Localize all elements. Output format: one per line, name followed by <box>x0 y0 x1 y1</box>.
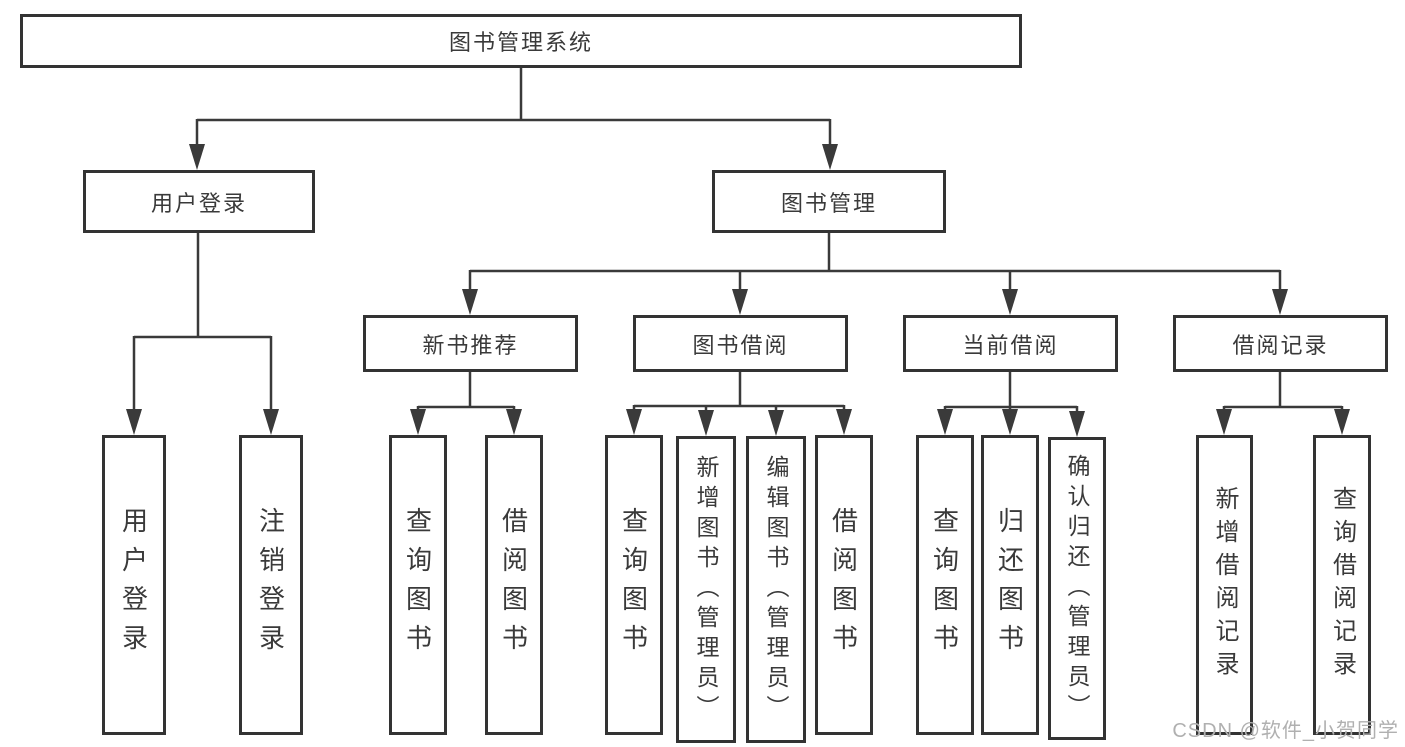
leaf-newbook-query-books: 查询图书 <box>389 435 447 735</box>
node-book-management: 图书管理 <box>712 170 946 233</box>
leaf-borrow-query-books-label: 查询图书 <box>618 507 649 663</box>
leaf-current-query-books-label: 查询图书 <box>929 507 960 663</box>
leaf-borrow-borrow-books: 借阅图书 <box>815 435 873 735</box>
leaf-user-login-label: 用户登录 <box>118 507 149 663</box>
leaf-newbook-query-books-label: 查询图书 <box>402 507 433 663</box>
watermark: CSDN @软件_小贺同学 <box>1172 720 1399 742</box>
node-user-login-label: 用户登录 <box>150 190 247 216</box>
leaf-borrow-edit-books-admin-label: 编辑图书（管理员） <box>763 454 789 725</box>
leaf-borrow-query-books: 查询图书 <box>605 435 663 735</box>
node-new-book-recommendation: 新书推荐 <box>363 315 578 372</box>
leaf-current-return-books: 归还图书 <box>981 435 1039 735</box>
node-user-login: 用户登录 <box>83 170 315 233</box>
leaf-current-confirm-return-admin-label: 确认归还（管理员） <box>1064 453 1090 724</box>
leaf-borrow-borrow-books-label: 借阅图书 <box>828 507 859 663</box>
node-root-label: 图书管理系统 <box>448 30 593 55</box>
node-new-book-recommendation-label: 新书推荐 <box>422 332 519 358</box>
leaf-borrow-add-books-admin-label: 新增图书（管理员） <box>693 454 719 725</box>
node-borrowing-records-label: 借阅记录 <box>1232 332 1329 358</box>
leaf-logout: 注销登录 <box>239 435 303 735</box>
node-current-borrowing-label: 当前借阅 <box>962 332 1059 358</box>
leaf-current-return-books-label: 归还图书 <box>994 507 1025 663</box>
leaf-user-login: 用户登录 <box>102 435 166 735</box>
leaf-records-add-record-label: 新增借阅记录 <box>1211 486 1238 684</box>
leaf-borrow-edit-books-admin: 编辑图书（管理员） <box>746 436 806 743</box>
node-borrowing-records: 借阅记录 <box>1173 315 1388 372</box>
leaf-records-query-record: 查询借阅记录 <box>1313 435 1371 735</box>
leaf-newbook-borrow-books: 借阅图书 <box>485 435 543 735</box>
node-book-borrowing: 图书借阅 <box>633 315 848 372</box>
node-current-borrowing: 当前借阅 <box>903 315 1118 372</box>
leaf-current-confirm-return-admin: 确认归还（管理员） <box>1048 437 1106 740</box>
leaf-records-query-record-label: 查询借阅记录 <box>1328 486 1356 684</box>
leaf-borrow-add-books-admin: 新增图书（管理员） <box>676 436 736 743</box>
node-root: 图书管理系统 <box>20 14 1022 68</box>
node-book-borrowing-label: 图书借阅 <box>692 332 789 358</box>
leaf-current-query-books: 查询图书 <box>916 435 974 735</box>
leaf-logout-label: 注销登录 <box>255 507 286 663</box>
node-book-management-label: 图书管理 <box>780 190 877 216</box>
leaf-newbook-borrow-books-label: 借阅图书 <box>498 507 529 663</box>
leaf-records-add-record: 新增借阅记录 <box>1196 435 1253 735</box>
